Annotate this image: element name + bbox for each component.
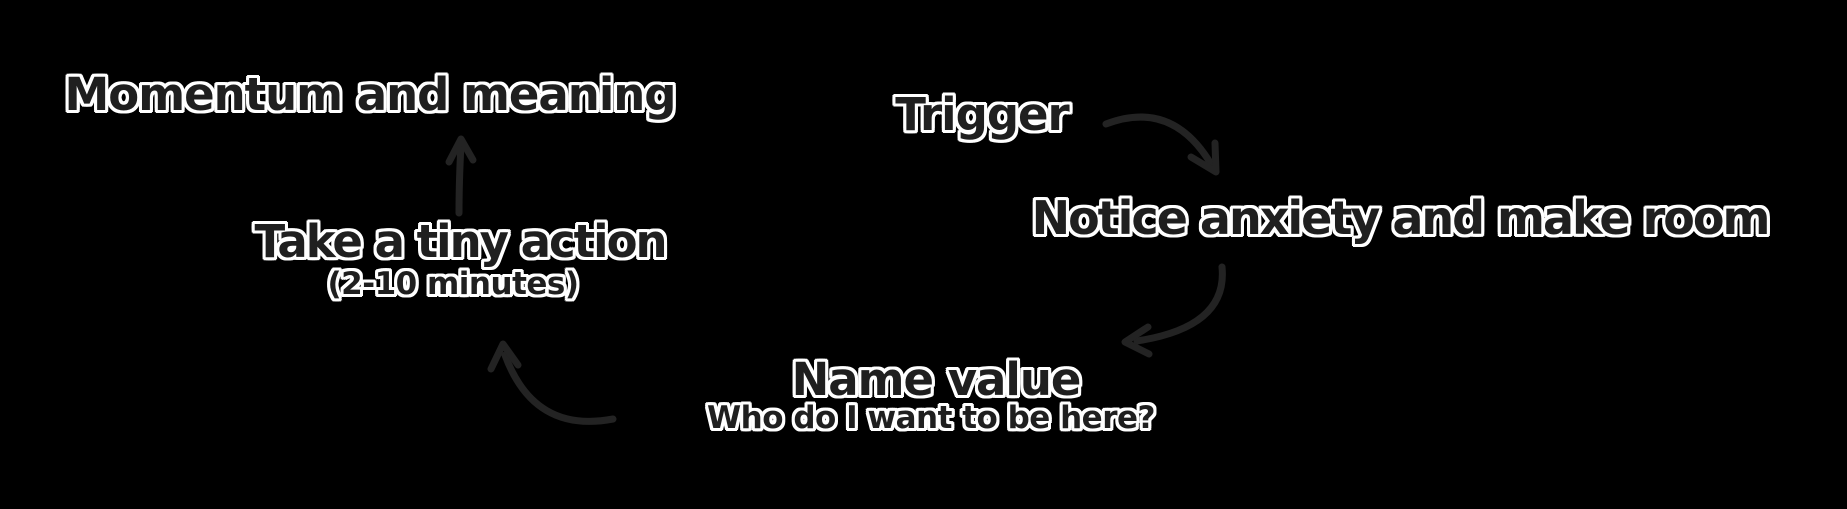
arrow-action-to-momentum <box>445 135 477 217</box>
arrow-notice-to-value <box>1121 263 1226 358</box>
node-take-tiny-action: Take a tiny action <box>254 215 667 268</box>
arrow-trigger-to-notice <box>1102 113 1220 176</box>
node-name-value-sublabel: Who do I want to be here? <box>706 400 1156 436</box>
node-take-tiny-action-sublabel: (2-10 minutes) <box>327 266 579 302</box>
node-momentum-and-meaning: Momentum and meaning <box>64 68 676 121</box>
node-name-value: Name value <box>791 353 1082 406</box>
node-trigger: Trigger <box>895 88 1070 141</box>
arrow-value-to-action <box>487 340 617 425</box>
node-notice-anxiety: Notice anxiety and make room <box>1031 191 1771 245</box>
